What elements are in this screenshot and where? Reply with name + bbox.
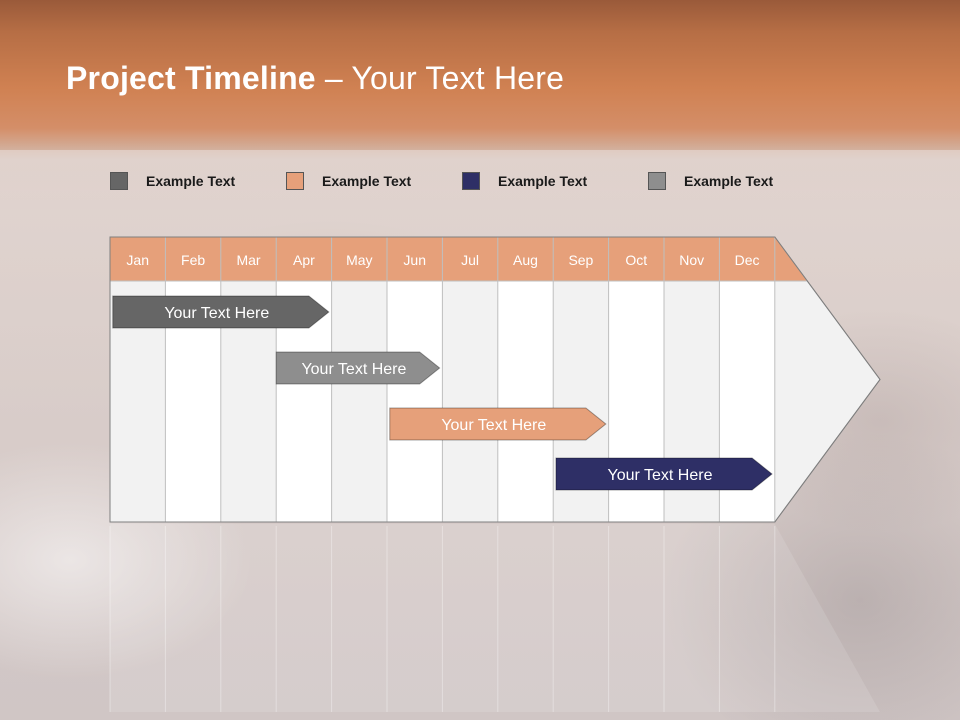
task-bar (112, 295, 330, 329)
legend-swatch (286, 172, 304, 190)
legend-label: Example Text (146, 173, 236, 189)
legend-swatch (648, 172, 666, 190)
month-label: Jan (126, 252, 149, 268)
month-label: Dec (735, 252, 760, 268)
title-rest: – Your Text Here (315, 60, 565, 96)
month-label: Nov (679, 252, 704, 268)
month-column (387, 281, 443, 522)
month-label: Mar (236, 252, 260, 268)
legend-swatch (110, 172, 128, 190)
legend-item: Example Text (110, 170, 235, 192)
task-bar (555, 457, 773, 491)
month-label: Aug (513, 252, 538, 268)
month-label: May (346, 252, 372, 268)
month-label: Jul (461, 252, 479, 268)
month-label: Apr (293, 252, 315, 268)
legend-item: Example Text (286, 170, 411, 192)
month-header-band (110, 237, 808, 281)
month-label: Sep (568, 252, 593, 268)
task-label: Your Text Here (608, 467, 713, 484)
header-band (0, 0, 960, 160)
month-column (442, 281, 498, 522)
month-label: Feb (181, 252, 205, 268)
task-label: Your Text Here (164, 305, 269, 322)
month-column (497, 281, 554, 522)
task-label: Your Text Here (441, 417, 546, 434)
month-label: Jun (403, 252, 426, 268)
task-label: Your Text Here (301, 361, 406, 378)
legend-label: Example Text (322, 173, 412, 189)
page-title: Project Timeline – Your Text Here (66, 60, 564, 97)
title-bold: Project Timeline (66, 60, 316, 96)
legend-item: Example Text (648, 170, 773, 192)
task-bar (389, 407, 607, 441)
legend-label: Example Text (684, 173, 774, 189)
legend-swatch (462, 172, 480, 190)
month-column (331, 281, 387, 522)
legend-item: Example Text (462, 170, 587, 192)
timeline-reflection (110, 524, 880, 712)
month-label: Oct (625, 252, 647, 268)
legend-label: Example Text (498, 173, 588, 189)
timeline-outline (109, 236, 881, 523)
task-bar (275, 351, 441, 385)
